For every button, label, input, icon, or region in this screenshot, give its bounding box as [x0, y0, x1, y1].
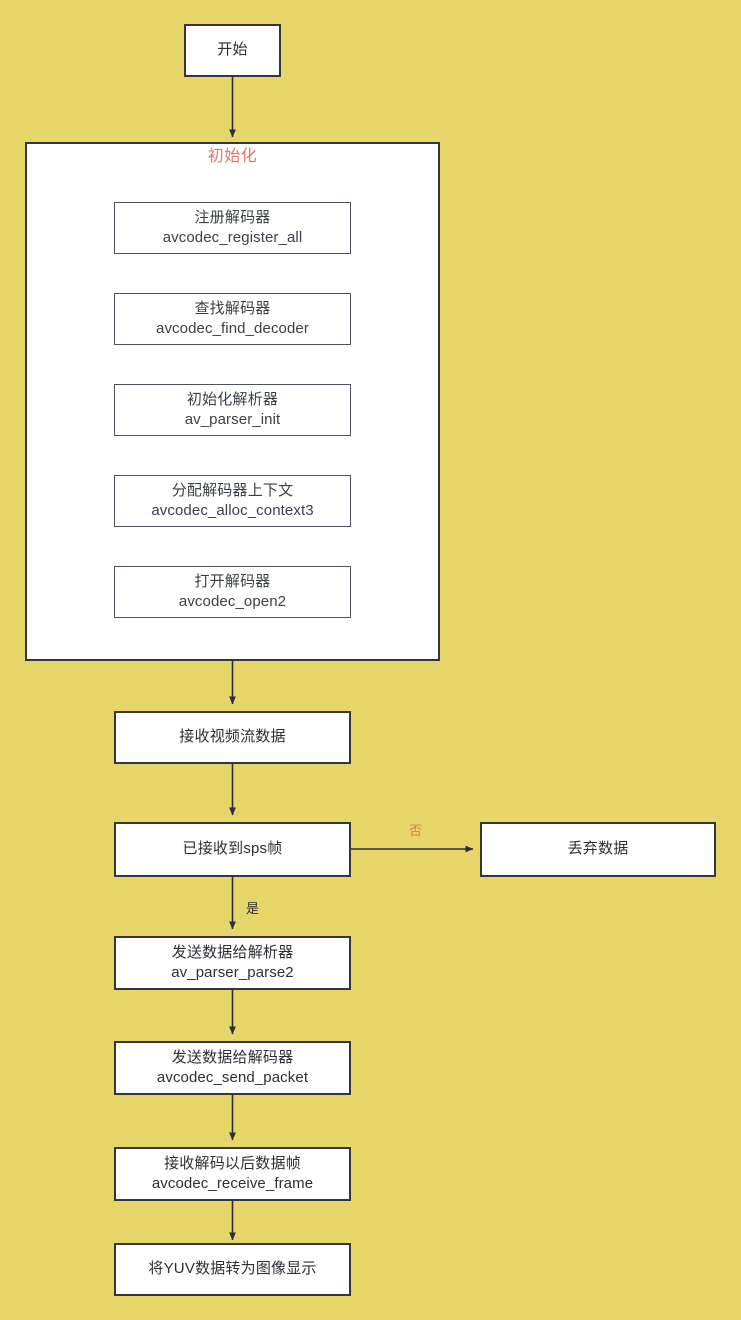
- node-sps-check-cn: 已接收到sps帧: [182, 840, 283, 858]
- node-parser-init-cn: 初始化解析器: [186, 390, 279, 408]
- node-start[interactable]: 开始: [184, 24, 281, 77]
- node-parser-parse-cn: 发送数据给解析器: [171, 943, 294, 961]
- edge-label-yes: 是: [246, 901, 260, 916]
- edge-label-no: 否: [409, 823, 423, 838]
- node-discard-data[interactable]: 丢弃数据: [480, 822, 716, 877]
- node-receive-frame-cn: 接收解码以后数据帧: [164, 1154, 301, 1172]
- node-receive-stream[interactable]: 接收视频流数据: [114, 711, 351, 764]
- node-parser-init[interactable]: 初始化解析器 av_parser_init: [114, 384, 351, 436]
- node-register-codec[interactable]: 注册解码器 avcodec_register_all: [114, 202, 351, 254]
- node-discard-data-cn: 丢弃数据: [567, 840, 629, 858]
- node-find-decoder-cn: 查找解码器: [194, 299, 271, 317]
- node-sps-check[interactable]: 已接收到sps帧: [114, 822, 351, 877]
- node-receive-frame-fn: avcodec_receive_frame: [151, 1175, 314, 1192]
- node-open-codec[interactable]: 打开解码器 avcodec_open2: [114, 566, 351, 618]
- node-send-packet-fn: avcodec_send_packet: [156, 1069, 309, 1086]
- node-yuv-display[interactable]: 将YUV数据转为图像显示: [114, 1243, 351, 1296]
- node-find-decoder[interactable]: 查找解码器 avcodec_find_decoder: [114, 293, 351, 345]
- node-receive-frame[interactable]: 接收解码以后数据帧 avcodec_receive_frame: [114, 1147, 351, 1201]
- node-parser-parse[interactable]: 发送数据给解析器 av_parser_parse2: [114, 936, 351, 990]
- node-open-codec-cn: 打开解码器: [194, 572, 271, 590]
- group-initialization-title: 初始化: [207, 148, 258, 165]
- node-send-packet-cn: 发送数据给解码器: [171, 1048, 294, 1066]
- node-alloc-context[interactable]: 分配解码器上下文 avcodec_alloc_context3: [114, 475, 351, 527]
- node-register-codec-fn: avcodec_register_all: [162, 229, 303, 246]
- node-receive-stream-cn: 接收视频流数据: [179, 728, 286, 746]
- node-alloc-context-fn: avcodec_alloc_context3: [151, 502, 314, 519]
- node-parser-parse-fn: av_parser_parse2: [171, 964, 294, 981]
- node-start-label: 开始: [217, 41, 248, 59]
- node-yuv-display-cn: 将YUV数据转为图像显示: [148, 1260, 317, 1278]
- node-send-packet[interactable]: 发送数据给解码器 avcodec_send_packet: [114, 1041, 351, 1095]
- node-open-codec-fn: avcodec_open2: [178, 593, 287, 610]
- node-find-decoder-fn: avcodec_find_decoder: [156, 320, 309, 337]
- node-alloc-context-cn: 分配解码器上下文: [171, 481, 294, 499]
- node-register-codec-cn: 注册解码器: [194, 208, 271, 226]
- node-parser-init-fn: av_parser_init: [184, 411, 281, 428]
